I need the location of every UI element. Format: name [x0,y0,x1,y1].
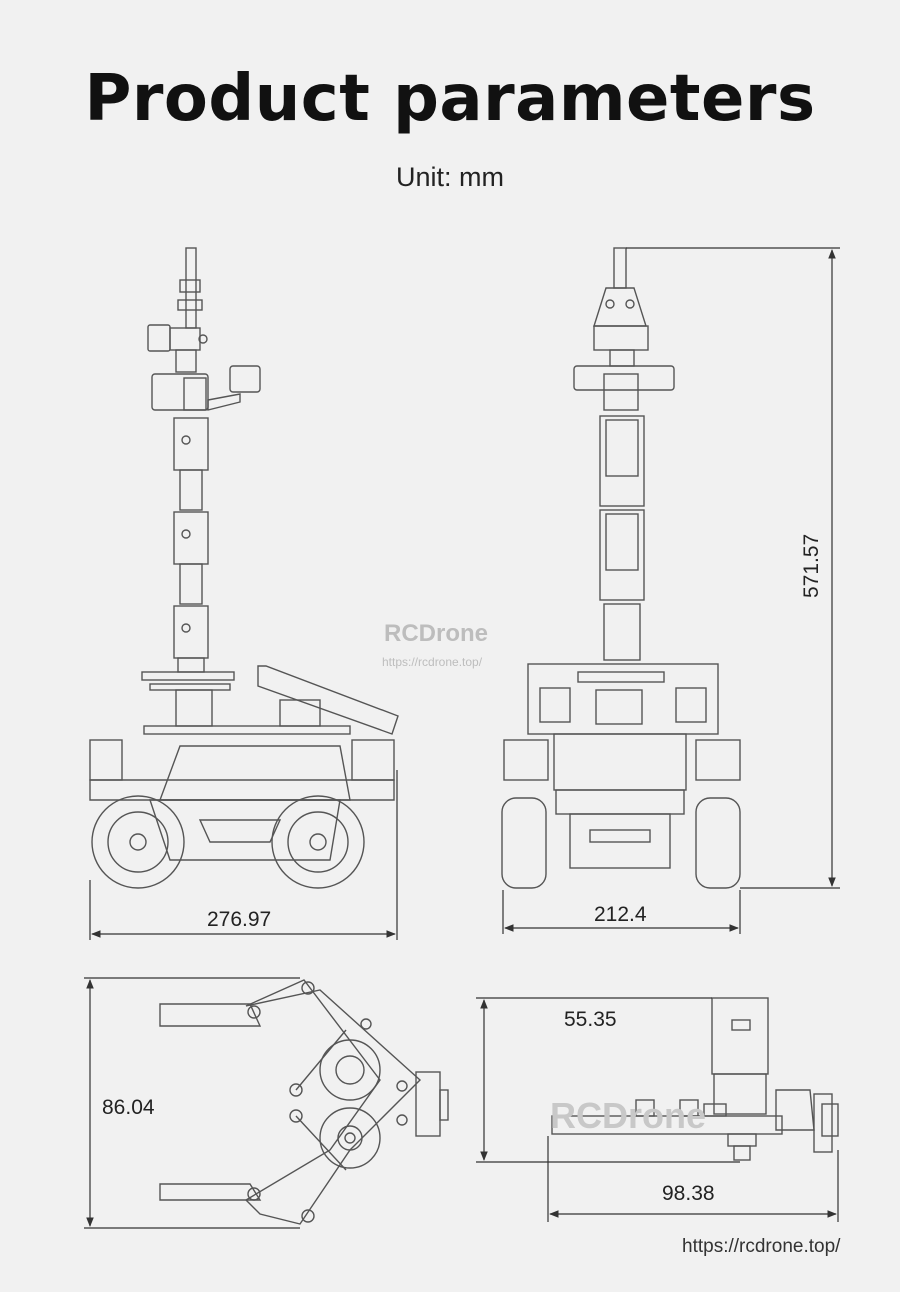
height-dimension [626,247,840,889]
front-width-dimension [502,890,741,934]
gripper-side-length-label: 98.38 [662,1182,715,1205]
unit-label: Unit: mm [396,162,504,192]
gripper-side-dimensions [476,997,839,1222]
side-length-label: 276.97 [207,908,272,931]
gripper-height-label: 86.04 [102,1096,155,1119]
side-view-robot [89,247,399,889]
height-label: 571.57 [800,533,823,598]
watermark-brand-lower: RCDrone [550,1095,707,1136]
page-title: Product parameters [84,62,816,136]
gripper-side-view [551,997,839,1161]
front-width-label: 212.4 [594,903,647,926]
gripper-side-height-label: 55.35 [564,1008,617,1031]
gripper-top-view [159,979,449,1225]
watermark-url: https://rcdrone.top/ [382,655,483,669]
front-view-robot [501,247,741,889]
watermark-brand: RCDrone [384,620,489,647]
gripper-height-dimension [84,977,300,1229]
footer-url: https://rcdrone.top/ [682,1236,841,1257]
side-length-dimension [89,770,398,940]
